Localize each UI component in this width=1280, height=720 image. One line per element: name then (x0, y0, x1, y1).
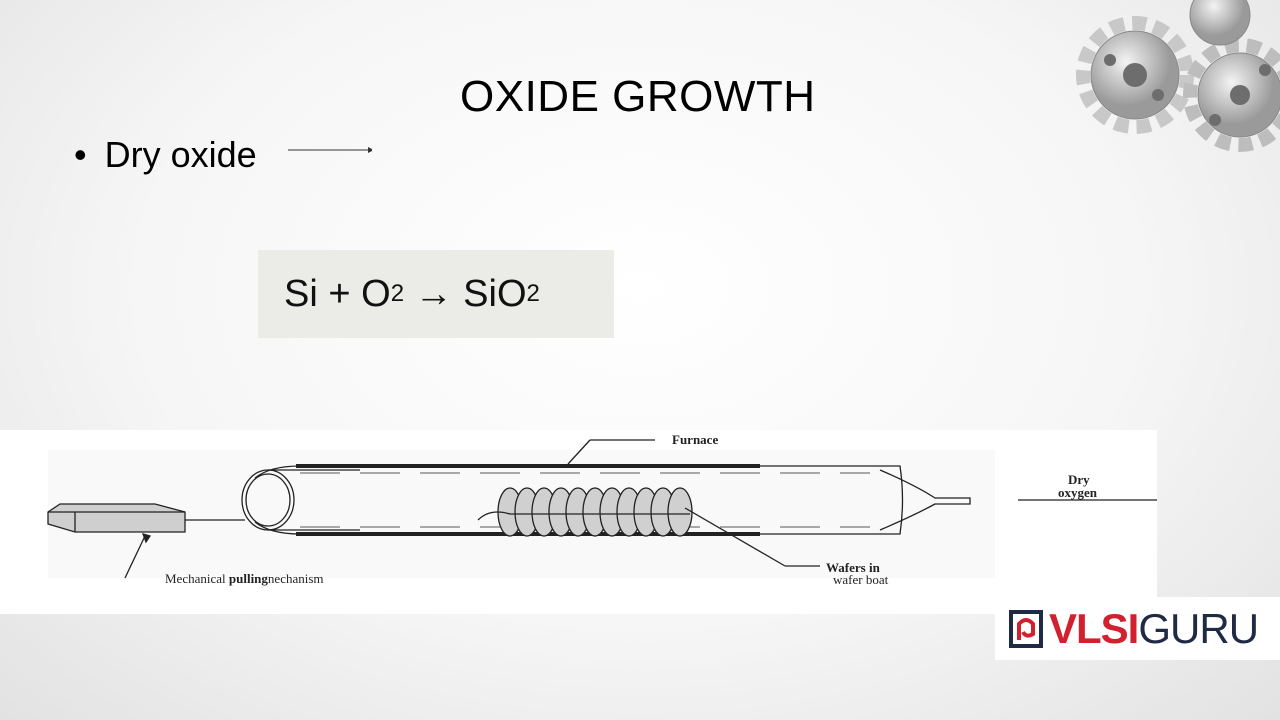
label-dry-oxygen-2: oxygen (1058, 485, 1097, 500)
label-wafers-1: Wafers in (826, 560, 880, 575)
logo-mark-icon (1009, 609, 1043, 648)
eq-o-sub: 2 (390, 280, 405, 307)
furnace-diagram: Furnace Dry oxygen Wafers in wafer boat … (0, 430, 1157, 614)
logo-vlsi: VLSI (1049, 604, 1139, 652)
slide-title: OXIDE GROWTH (460, 72, 816, 121)
eq-arrow: → (414, 272, 453, 315)
eq-o: O (361, 272, 391, 315)
eq-sio: SiO (463, 272, 527, 315)
eq-sio-sub: 2 (526, 280, 540, 307)
gears-decoration (1040, 0, 1280, 195)
bullet-text: Dry oxide (104, 134, 257, 175)
eq-si: Si (284, 272, 318, 315)
logo-guru: GURU (1138, 604, 1259, 652)
label-wafers-2: wafer boat (833, 572, 889, 587)
label-dry-oxygen-1: Dry (1068, 472, 1090, 487)
label-mech-2: pulling (228, 571, 268, 586)
label-furnace: Furnace (672, 432, 719, 447)
bullet-symbol: • (74, 134, 87, 175)
label-mechanical: Mechanical pullingnechanism (165, 572, 324, 585)
arrow-icon (288, 147, 372, 153)
eq-plus: + (328, 272, 351, 315)
label-mech-1: Mechanical (165, 571, 229, 586)
bullet-dry-oxide: • Dry oxide (74, 134, 257, 176)
label-mech-3: nechanism (267, 571, 324, 586)
